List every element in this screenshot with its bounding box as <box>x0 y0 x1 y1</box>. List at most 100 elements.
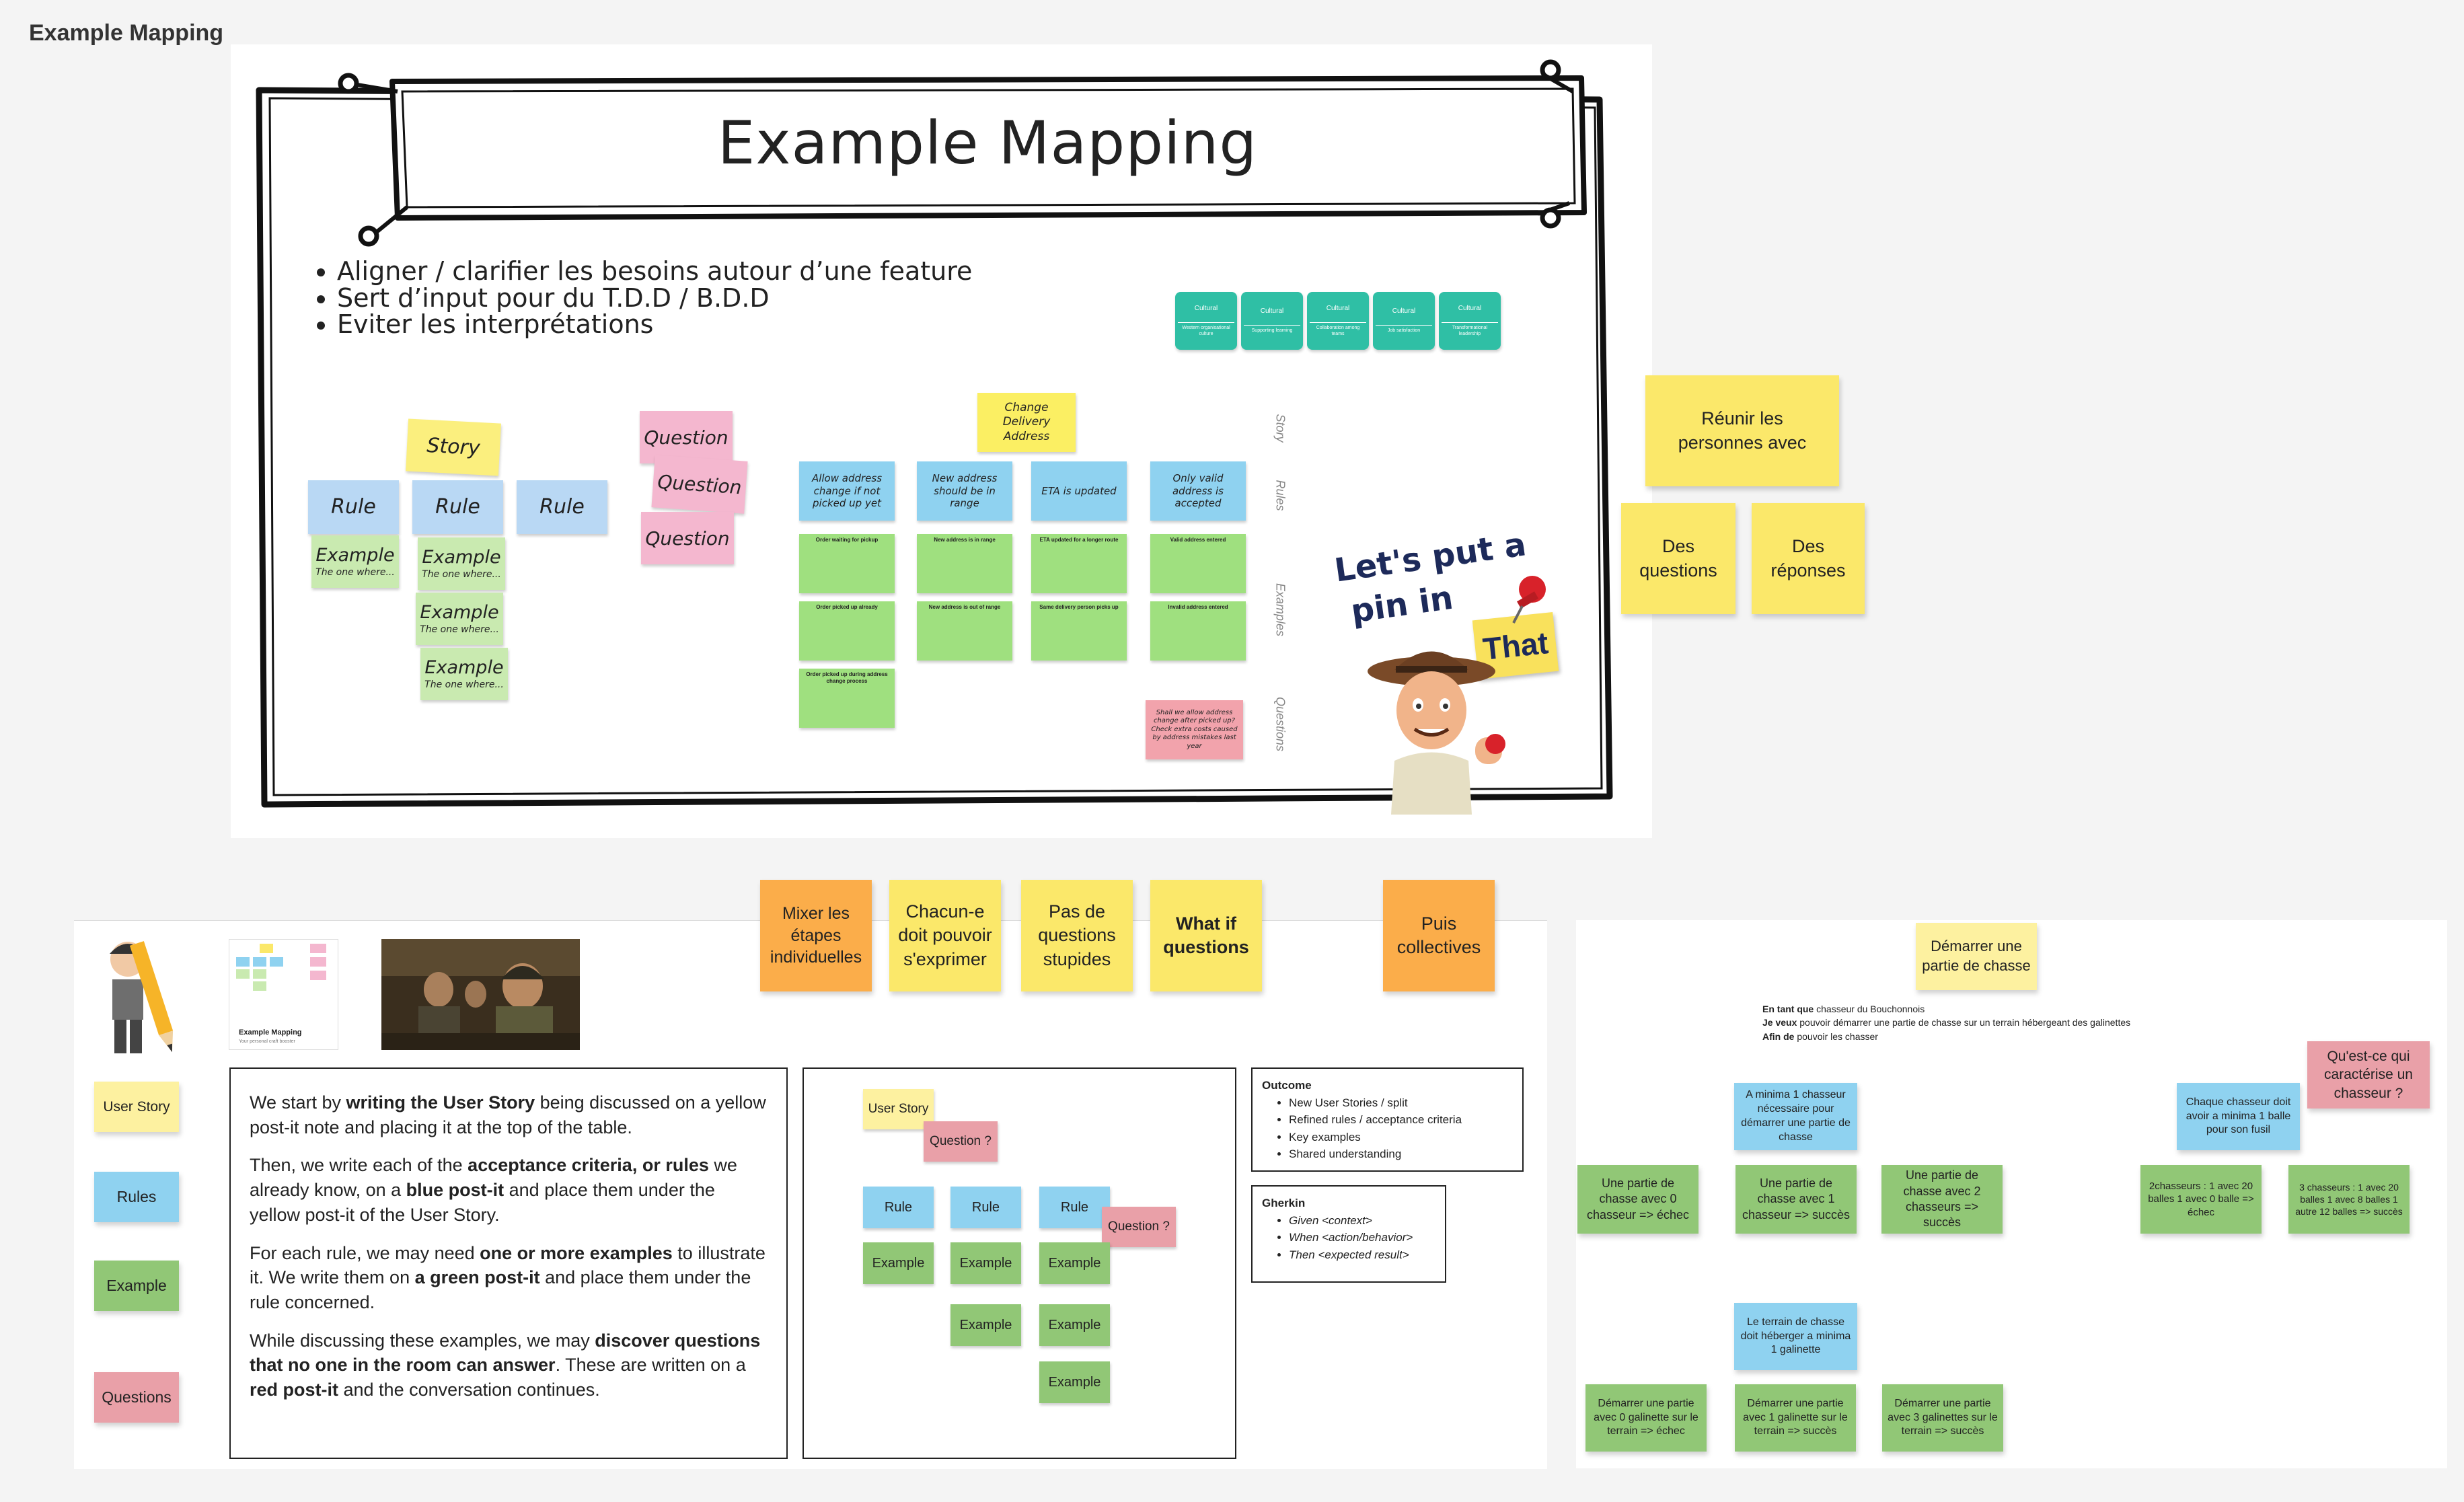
rule-note[interactable]: A minima 1 chasseur nécessaire pour déma… <box>1734 1083 1857 1150</box>
question-note[interactable]: Qu'est-ce qui caractérise un chasseur ? <box>2307 1041 2430 1109</box>
sketch-example-note[interactable]: Example The one where... <box>420 648 508 700</box>
cultural-card-sub: Job satisfaction <box>1387 328 1421 334</box>
diagram-example-note[interactable]: Example <box>950 1242 1021 1284</box>
sketch-rule-note[interactable]: Rule <box>412 480 503 534</box>
thumbnail-subtitle: Your personal craft booster <box>239 1039 295 1044</box>
user-story-line: En tant que chasseur du Bouchonnois <box>1762 1004 1925 1014</box>
demo-example-header: Order picked up during address change pr… <box>806 671 888 684</box>
tip-note[interactable]: Puis collectives <box>1383 880 1495 991</box>
diagram-question-note[interactable]: Question ? <box>1102 1207 1176 1247</box>
tip-note[interactable]: What if questions <box>1150 880 1262 991</box>
demo-example-note[interactable]: Invalid address entered <box>1150 601 1246 661</box>
movie-scene-image <box>381 939 580 1050</box>
user-story-text: En tant que chasseur du Bouchonnois Je v… <box>1762 1002 2130 1043</box>
example-mapping-thumbnail[interactable]: Example Mapping Your personal craft boos… <box>229 939 338 1050</box>
diagram-example-note[interactable]: Example <box>863 1242 934 1284</box>
example-note[interactable]: Démarrer une partie avec 0 galinette sur… <box>1585 1384 1707 1452</box>
diagram-example-note[interactable]: Example <box>1039 1361 1110 1403</box>
sketch-example-sub: The one where... <box>424 679 504 691</box>
example-note[interactable]: Une partie de chasse avec 1 chasseur => … <box>1735 1165 1857 1234</box>
cultural-card-sub: Transformational leadership <box>1452 326 1488 336</box>
explanation-paragraph: We start by writing the User Story being… <box>250 1092 766 1137</box>
example-note[interactable]: 2chasseurs : 1 avec 20 balles 1 avec 0 b… <box>2140 1165 2262 1234</box>
legend-rules-note[interactable]: Rules <box>94 1172 179 1222</box>
rule-note[interactable]: Le terrain de chasse doit héberger a min… <box>1734 1303 1857 1370</box>
sketch-example-note[interactable]: Example The one where... <box>418 537 505 590</box>
sketch-frame <box>256 59 1613 808</box>
tip-note[interactable]: Mixer les étapes individuelles <box>760 880 872 991</box>
example-note[interactable]: Une partie de chasse avec 0 chasseur => … <box>1577 1165 1698 1234</box>
pencil-character-icon <box>110 941 174 1053</box>
questions-note[interactable]: Des questions <box>1621 503 1735 614</box>
tip-note[interactable]: Pas de questions stupides <box>1021 880 1133 991</box>
demo-story-note[interactable]: Change Delivery Address <box>977 393 1076 452</box>
example-note[interactable]: 3 chasseurs : 1 avec 20 balles 1 avec 8 … <box>2288 1165 2410 1234</box>
explanation-panel: We start by writing the User Story being… <box>229 1067 788 1459</box>
objective-item: Aligner / clarifier les besoins autour d… <box>337 258 972 285</box>
answers-note[interactable]: Des réponses <box>1752 503 1865 614</box>
page-title: Example Mapping <box>29 20 224 46</box>
example-note[interactable]: Démarrer une partie avec 3 galinettes su… <box>1882 1384 2003 1452</box>
demo-example-header: ETA updated for a longer route <box>1039 537 1119 543</box>
demo-example-note[interactable]: Valid address entered <box>1150 534 1246 593</box>
diagram-example-note[interactable]: Example <box>950 1304 1021 1346</box>
tip-note[interactable]: Chacun-e doit pouvoir s'exprimer <box>889 880 1001 991</box>
outcome-box: Outcome New User Stories / split Refined… <box>1251 1067 1524 1172</box>
demo-example-note[interactable]: New address is out of range <box>917 601 1012 661</box>
demo-question-note[interactable]: Shall we allow address change after pick… <box>1146 700 1243 759</box>
rule-note[interactable]: Chaque chasseur doit avoir a minima 1 ba… <box>2177 1083 2300 1150</box>
sketch-example-note[interactable]: Example The one where... <box>311 535 399 588</box>
gherkin-title: Gherkin <box>1262 1197 1306 1209</box>
sketch-example-sub: The one where... <box>315 567 395 578</box>
demo-example-note[interactable]: New address is in range <box>917 534 1012 593</box>
demo-example-note[interactable]: ETA updated for a longer route <box>1031 534 1127 593</box>
demo-example-note[interactable]: Order waiting for pickup <box>799 534 895 593</box>
sketch-question-note[interactable]: Question <box>651 455 748 514</box>
example-mapping-board[interactable]: Example Mapping Aligner / clarifier les … <box>231 44 1652 838</box>
story-note[interactable]: Démarrer une partie de chasse <box>1916 923 2037 990</box>
diagram-rule-note[interactable]: Rule <box>863 1187 934 1228</box>
legend-user-story-note[interactable]: User Story <box>94 1082 179 1132</box>
gather-people-note[interactable]: Réunir les personnes avec <box>1645 375 1839 486</box>
pin-text-line: Let's put a <box>1332 525 1529 590</box>
demo-example-note[interactable]: Same delivery person picks up <box>1031 601 1127 661</box>
demo-rule-note[interactable]: ETA is updated <box>1031 461 1127 521</box>
sketch-example-label: Example <box>424 657 504 679</box>
sketch-example-sub: The one where... <box>420 624 499 636</box>
diagram-example-note[interactable]: Example <box>1039 1304 1110 1346</box>
demo-rule-note[interactable]: Allow address change if not picked up ye… <box>799 461 895 521</box>
demo-rule-note[interactable]: New address should be in range <box>917 461 1012 521</box>
explanation-paragraph: For each rule, we may need one or more e… <box>250 1242 766 1313</box>
sketch-rule-note[interactable]: Rule <box>308 480 399 534</box>
demo-rule-note[interactable]: Only valid address is accepted <box>1150 461 1246 521</box>
sketch-example-note[interactable]: Example The one where... <box>416 593 503 645</box>
diagram-story-note[interactable]: User Story <box>863 1089 934 1129</box>
legend-questions-note[interactable]: Questions <box>94 1372 179 1423</box>
sketch-question-note[interactable]: Question <box>641 512 734 564</box>
cultural-card-sub: Western organisational culture <box>1182 326 1230 336</box>
outcome-item: Key examples <box>1289 1129 1513 1146</box>
diagram-rule-note[interactable]: Rule <box>1039 1187 1110 1228</box>
sketch-rule-note[interactable]: Rule <box>517 480 607 534</box>
gherkin-item: Then <expected result> <box>1289 1246 1435 1264</box>
example-note[interactable]: Une partie de chasse avec 2 chasseurs =>… <box>1881 1165 2003 1234</box>
sketch-story-note[interactable]: Story <box>406 418 501 476</box>
example-note[interactable]: Démarrer une partie avec 1 galinette sur… <box>1735 1384 1856 1452</box>
sketch-example-label: Example <box>315 545 395 566</box>
diagram-rule-note[interactable]: Rule <box>950 1187 1021 1228</box>
cultural-card-title: Cultural <box>1260 307 1284 315</box>
sketch-example-label: Example <box>420 602 499 624</box>
sketch-question-note[interactable]: Question <box>640 411 733 463</box>
board-title: Example Mapping <box>717 108 1258 178</box>
demo-example-note[interactable]: Order picked up already <box>799 601 895 661</box>
cultural-card-title: Cultural <box>1194 304 1218 312</box>
demo-example-note[interactable]: Order picked up during address change pr… <box>799 669 895 728</box>
legend-example-note[interactable]: Example <box>94 1261 179 1311</box>
diagram-example-note[interactable]: Example <box>1039 1242 1110 1284</box>
diagram-question-note[interactable]: Question ? <box>924 1121 998 1162</box>
